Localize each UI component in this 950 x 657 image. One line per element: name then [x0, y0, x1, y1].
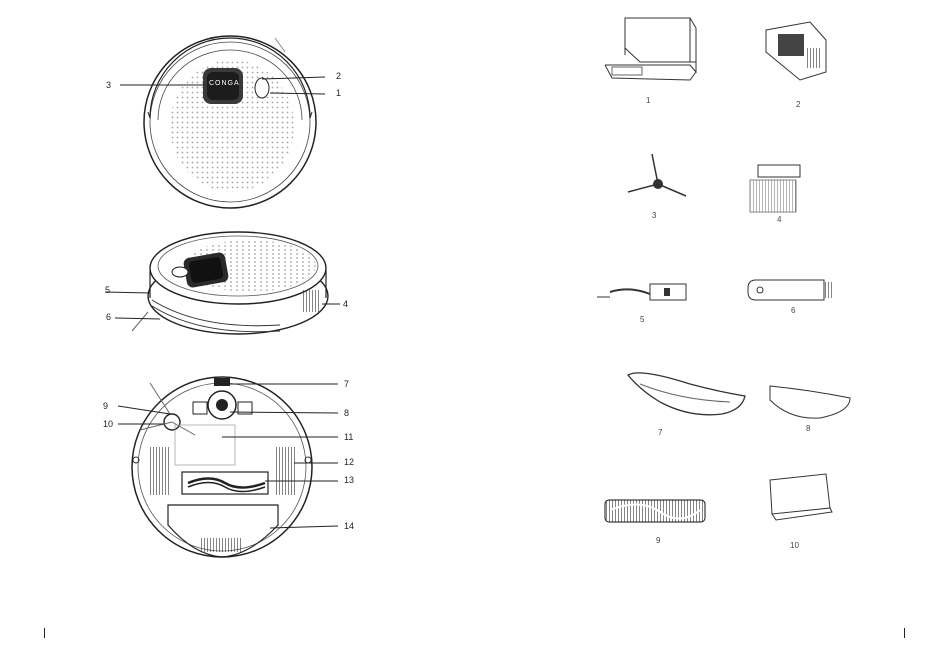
accessory-side-brush	[628, 154, 686, 196]
robot-bottom-view	[118, 377, 338, 557]
accessory-power-adapter	[597, 284, 686, 300]
callout-13: 13	[344, 475, 354, 485]
accessory-mop-holder	[628, 373, 745, 415]
callout-2: 2	[336, 71, 341, 81]
accessory-label-6: 6	[791, 306, 795, 315]
accessory-label-2: 2	[796, 100, 800, 109]
accessory-filter	[750, 165, 800, 212]
accessory-label-9: 9	[656, 536, 660, 545]
callout-11: 11	[344, 432, 353, 442]
callout-12: 12	[344, 457, 354, 467]
accessory-mop-cloth	[770, 386, 850, 418]
accessory-water-tank	[766, 22, 826, 80]
callout-9: 9	[103, 401, 108, 411]
accessory-label-1: 1	[646, 96, 650, 105]
page-margin-mark-left	[44, 628, 45, 638]
accessory-label-7: 7	[658, 428, 662, 437]
callout-14: 14	[344, 521, 354, 531]
accessory-base-station	[605, 18, 696, 80]
robot-top-view	[120, 36, 325, 208]
robot-side-view	[105, 232, 340, 334]
callout-8: 8	[344, 408, 349, 418]
callout-1: 1	[336, 88, 341, 98]
callout-10: 10	[103, 419, 113, 429]
accessory-label-8: 8	[806, 424, 810, 433]
callout-6: 6	[106, 312, 111, 322]
accessory-label-3: 3	[652, 211, 656, 220]
accessory-battery	[770, 474, 832, 520]
callout-5: 5	[105, 285, 110, 295]
callout-3: 3	[106, 80, 111, 90]
callout-7: 7	[344, 379, 349, 389]
callout-4: 4	[343, 299, 348, 309]
brand-label: CONGA	[209, 80, 240, 87]
page-margin-mark-right	[904, 628, 905, 638]
accessory-label-5: 5	[640, 315, 644, 324]
accessory-label-10: 10	[790, 541, 799, 550]
accessory-main-brush	[605, 500, 705, 522]
accessory-cleaning-tool	[748, 280, 834, 300]
accessory-label-4: 4	[777, 215, 781, 224]
